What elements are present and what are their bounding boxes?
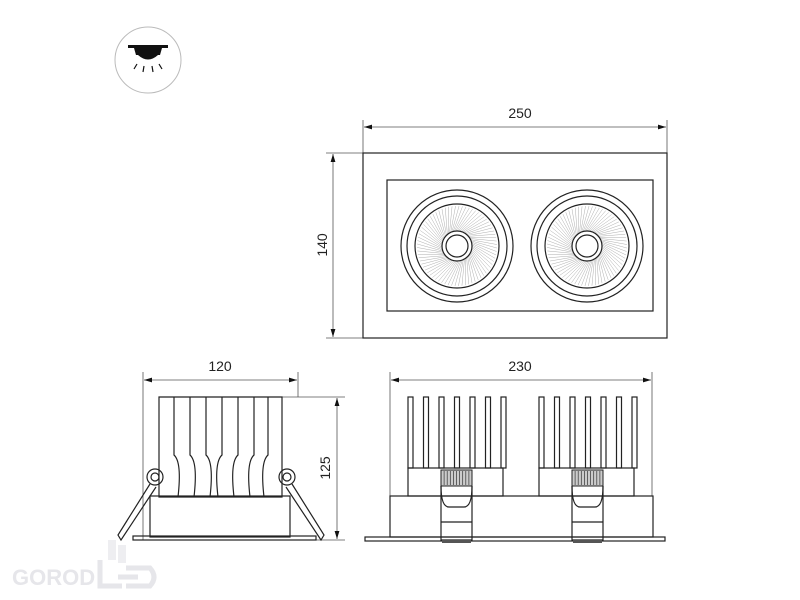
ceiling-recessed-light-icon: [114, 26, 182, 94]
heatsink-fin: [569, 396, 576, 469]
heatsink-fin: [538, 396, 545, 469]
side-view: 120 125: [117, 358, 345, 542]
dimension-125: 125: [317, 456, 333, 480]
heatsink-fin: [584, 396, 592, 469]
heatsink-fin: [500, 396, 507, 469]
dimension-230: 230: [508, 358, 532, 374]
top-view: 250 140: [314, 105, 668, 339]
heatsink-fin: [484, 396, 492, 469]
heatsink-fin: [453, 396, 461, 469]
dimension-120: 120: [208, 358, 232, 374]
watermark-text: GOROD: [12, 565, 95, 590]
lens-2: [530, 189, 644, 303]
heatsink-fin: [631, 396, 638, 469]
heatsink-fin: [469, 396, 476, 469]
lens-1: [400, 189, 514, 303]
spring-clip: [571, 469, 604, 543]
heatsink-fin: [600, 396, 607, 469]
heatsink-fin: [422, 396, 430, 469]
watermark-logo: GOROD: [12, 540, 157, 590]
outer-frame: [362, 152, 668, 339]
dimension-250: 250: [508, 105, 532, 121]
inner-frame: [386, 179, 654, 312]
heatsink-side: [158, 396, 283, 498]
heatsink-fin: [615, 396, 623, 469]
heatsink-fin: [407, 396, 414, 469]
dimension-140: 140: [314, 233, 330, 257]
spring-clip: [440, 469, 473, 543]
heatsink-fin: [438, 396, 445, 469]
heatsink-fin: [553, 396, 561, 469]
front-view: 230: [364, 358, 666, 543]
